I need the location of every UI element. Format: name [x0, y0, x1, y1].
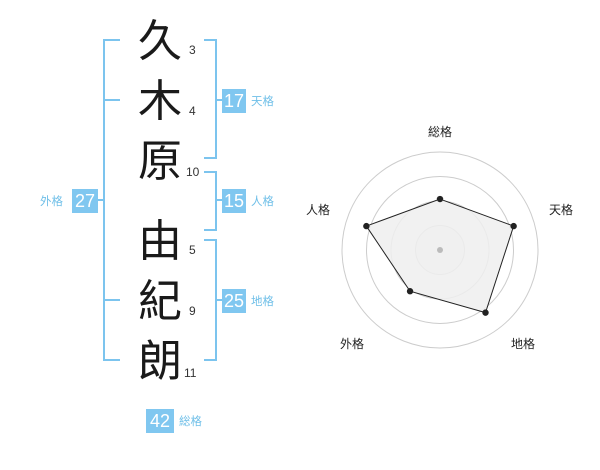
soukaku-value-badge: 42	[146, 409, 174, 433]
radar-label-chikaku: 地格	[511, 337, 536, 351]
radar-area	[365, 198, 515, 314]
stroke-count-3: 10	[186, 165, 200, 179]
name-char-6: 朗	[138, 336, 182, 387]
radar-ring	[366, 176, 514, 324]
radar-label-gaikaku: 外格	[340, 337, 365, 351]
chikaku-label: 地格	[251, 294, 274, 308]
name-char-3: 原	[138, 136, 182, 187]
stroke-count-1: 3	[189, 43, 196, 57]
chikaku-value-badge: 25	[222, 289, 246, 313]
jinkaku-value-badge: 15	[222, 189, 246, 213]
radar-point	[406, 288, 414, 295]
radar-point	[363, 222, 370, 230]
gaikaku-value-badge: 27	[72, 189, 98, 213]
radar-label-tenkaku: 天格	[549, 203, 574, 217]
soukaku-label: 総格	[179, 414, 202, 428]
jinkaku-label: 人格	[251, 194, 274, 208]
gaikaku-label: 外格	[40, 194, 63, 208]
stroke-count-6: 11	[184, 366, 197, 380]
tenkaku-value-badge: 17	[222, 89, 246, 113]
name-char-4: 由	[138, 216, 182, 267]
radar-ring	[341, 151, 539, 349]
radar-center	[437, 247, 443, 253]
tenkaku-label: 天格	[251, 94, 274, 108]
name-char-1: 久	[138, 16, 182, 67]
stroke-count-4: 5	[189, 243, 196, 257]
stroke-count-2: 4	[189, 104, 196, 118]
radar-label-soukaku: 総格	[428, 125, 453, 139]
radar-point	[482, 309, 489, 316]
stroke-count-5: 9	[189, 304, 196, 318]
name-char-5: 紀	[138, 276, 182, 327]
name-char-2: 木	[138, 76, 182, 127]
radar-label-jinkaku: 人格	[306, 203, 331, 217]
radar-point	[510, 222, 517, 230]
radar-point	[436, 195, 444, 203]
